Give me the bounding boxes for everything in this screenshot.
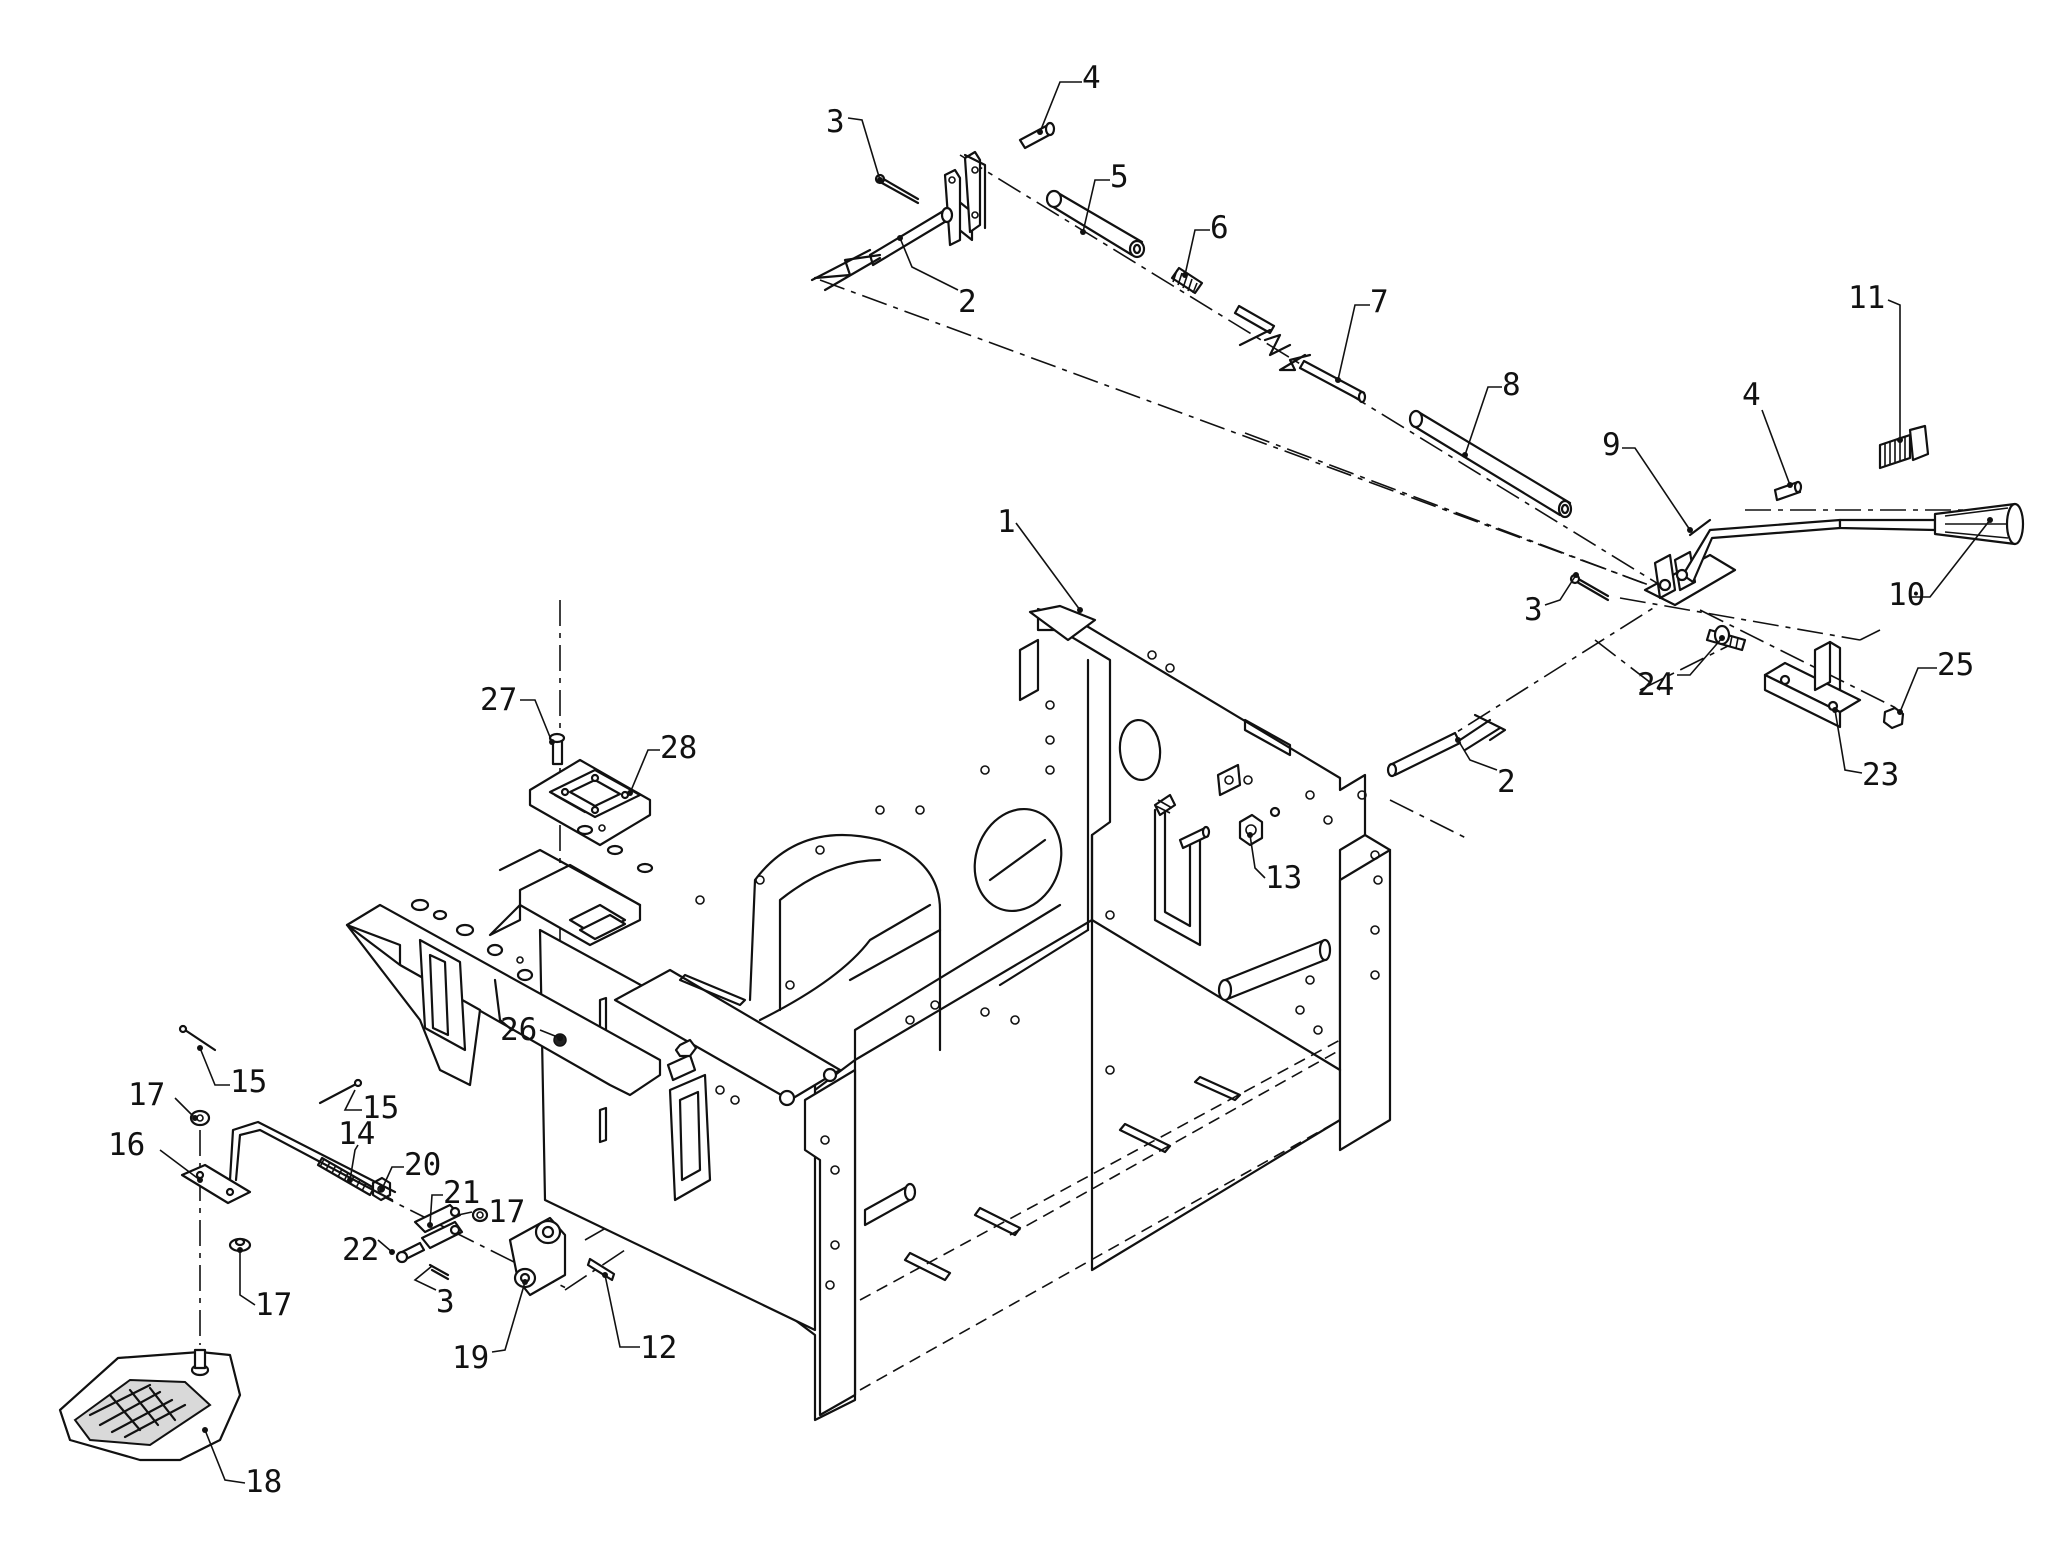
pin-4-top	[1018, 121, 1056, 150]
callout-15: 15	[230, 1064, 267, 1100]
screw-27	[548, 732, 566, 766]
link-21	[413, 1203, 464, 1250]
rod-15-spring	[228, 1078, 397, 1202]
pin-22	[395, 1241, 426, 1264]
washer-17-mid	[471, 1207, 489, 1223]
callout-20: 20	[404, 1147, 441, 1183]
callout-3: 3	[1524, 592, 1543, 628]
callout-19: 19	[452, 1340, 489, 1376]
bolt-11	[1878, 424, 1930, 470]
link-plate-16	[180, 1163, 252, 1205]
callout-7: 7	[1370, 284, 1389, 320]
frame-holes	[695, 650, 1383, 1290]
callout-4: 4	[1082, 60, 1101, 96]
callout-1: 1	[997, 504, 1016, 540]
callout-13: 13	[1265, 860, 1302, 896]
callout-11: 11	[1848, 280, 1885, 316]
leader-lines	[159, 81, 1993, 1484]
callout-2: 2	[958, 284, 977, 320]
callout-26: 26	[500, 1012, 537, 1048]
rod-7	[1233, 304, 1367, 404]
callout-3: 3	[826, 104, 845, 140]
callout-2: 2	[1497, 764, 1516, 800]
lift-rod-left	[810, 150, 987, 292]
bracket-23	[1763, 640, 1862, 729]
callout-10: 10	[1888, 577, 1925, 613]
handle-grip-10	[1933, 502, 2025, 546]
block-19	[508, 1216, 567, 1297]
callout-16: 16	[108, 1127, 145, 1163]
callout-17: 17	[128, 1077, 165, 1113]
plate-28	[548, 768, 642, 819]
callout-4: 4	[1742, 377, 1761, 413]
main-frame	[538, 604, 1392, 1422]
callout-21: 21	[443, 1175, 480, 1211]
pedal-18	[58, 1348, 242, 1462]
callout-5: 5	[1110, 159, 1129, 195]
callout-18: 18	[245, 1464, 282, 1500]
washer-17-bottom	[228, 1237, 252, 1253]
callout-14: 14	[338, 1116, 375, 1152]
callout-12: 12	[640, 1330, 677, 1366]
cotter-3-right	[1569, 573, 1610, 602]
callout-6: 6	[1210, 210, 1229, 246]
callout-23: 23	[1862, 757, 1899, 793]
spring-13	[1153, 793, 1281, 850]
callout-28: 28	[660, 730, 697, 766]
callout-17: 17	[488, 1194, 525, 1230]
callout-24: 24	[1637, 667, 1674, 703]
bolt-24	[1705, 624, 1747, 652]
cotter-15-left	[178, 1024, 217, 1052]
callout-15: 15	[362, 1090, 399, 1126]
lever-9	[1643, 518, 1937, 607]
callout-27: 27	[480, 682, 517, 718]
cotter-3-bottom	[428, 1263, 450, 1281]
callout-17: 17	[255, 1287, 292, 1323]
callout-8: 8	[1502, 367, 1521, 403]
callout-22: 22	[342, 1232, 379, 1268]
callout-25: 25	[1937, 647, 1974, 683]
callout-numbers: 1 2 2 3 3 3 4 4 5 6 7 8 9 10 11 12 13 14…	[108, 60, 1974, 1500]
tube-8	[1408, 409, 1573, 519]
callout-9: 9	[1602, 427, 1621, 463]
spring-6	[1170, 266, 1204, 295]
callout-3: 3	[436, 1284, 455, 1320]
tube-5	[1045, 189, 1146, 259]
